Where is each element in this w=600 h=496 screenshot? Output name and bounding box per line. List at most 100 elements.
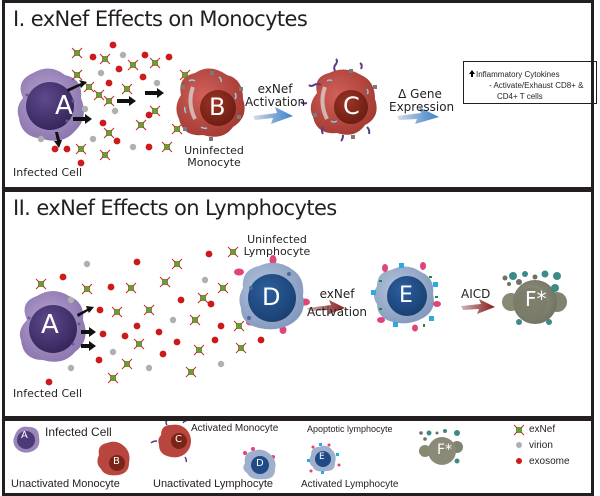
legend-unactivated-lymphocyte-icon (243, 447, 276, 480)
exosome-particle (89, 53, 97, 61)
exnef-particle (152, 108, 158, 114)
exnef-particle (136, 341, 142, 347)
legend-infected-cell-icon (13, 426, 40, 453)
exosome-particle (211, 336, 219, 344)
legend-icons (13, 421, 525, 480)
virion-particle (89, 135, 97, 143)
gene-expression-arrow (397, 107, 439, 124)
cell-letter-c: C (343, 92, 360, 120)
exosome-icon (516, 458, 522, 464)
exnef-icon (513, 424, 525, 436)
release-arrows (54, 80, 164, 148)
virion-particle (83, 260, 91, 268)
exosome-particle (159, 350, 167, 358)
exosome-particle (59, 273, 67, 281)
exnef-particle (230, 249, 236, 255)
exnef-particle (124, 86, 130, 92)
virion-particle (169, 316, 177, 324)
virion-particle (129, 143, 137, 151)
exnef-particle (124, 361, 130, 367)
exnef-particle (110, 375, 116, 381)
exosome-particle (63, 145, 71, 153)
activation-arrow (307, 300, 345, 315)
infected-cell-label: Infected Cell (13, 166, 83, 179)
legend-activated-monocyte-label: Activated Monocyte (191, 423, 279, 434)
virion-particle (217, 360, 225, 368)
exosome-particle (113, 137, 121, 145)
release-arrows (77, 306, 96, 351)
exosome-particle (145, 143, 153, 151)
exnef-particle (38, 281, 44, 287)
exnef-particle (102, 152, 108, 158)
legend-activated-monocyte-icon (150, 421, 191, 463)
virion-particle (67, 296, 75, 304)
exosome-particle (141, 51, 149, 59)
panel-title: I. exNef Effects on Monocytes (13, 7, 308, 31)
exosome-particle (45, 378, 53, 386)
up-arrow-icon (469, 70, 475, 77)
exnef-particle (152, 60, 158, 66)
aicd-arrow (461, 299, 495, 314)
exosome-particle (109, 41, 117, 49)
uninfected-monocyte-label: Uninfected Monocyte (184, 144, 244, 169)
exosome-particle (99, 119, 107, 127)
uninfected-monocyte-icon (176, 68, 245, 141)
virion-particle (109, 348, 117, 356)
legend-unactivated-lymphocyte-label: Unactivated Lymphocyte (153, 478, 274, 490)
exnef-particle (114, 309, 120, 315)
legend-letter-b: B (113, 456, 120, 467)
virion-particle (111, 107, 119, 115)
exnef-particle (174, 126, 180, 132)
legend-virion-label: virion (529, 440, 553, 451)
exnef-particle (196, 347, 202, 353)
legend-unactivated-monocyte-label: Unactivated Monocyte (11, 478, 120, 490)
outcome-box: Inflammatory Cytokines - Activate/Exhaus… (463, 61, 597, 104)
panel-title: II. exNef Effects on Lymphocytes (13, 196, 337, 220)
exosome-particle (207, 300, 215, 308)
legend-letter-e: E (319, 452, 325, 462)
virion-icon (516, 442, 522, 448)
monocyte-scene (17, 41, 439, 167)
exosome-particle (121, 332, 129, 340)
legend-letter-d: D (256, 458, 264, 469)
exosome-particle (96, 306, 104, 314)
exosome-particle (51, 145, 59, 153)
legend-activated-lymphocyte-label: Activated Lymphocyte (301, 479, 399, 490)
exnef-particle (238, 345, 244, 351)
legend-letter-c: C (175, 434, 182, 445)
cell-letter-e: E (399, 283, 413, 308)
exosome-particle (257, 336, 265, 344)
exosome-particle (217, 322, 225, 330)
exosome-particle (115, 65, 123, 73)
exnef-particle (236, 323, 242, 329)
legend-letter-a: A (21, 430, 28, 441)
uninfected-lymphocyte-label: Uninfected Lymphocyte (243, 233, 311, 258)
cell-letter-a: A (55, 91, 73, 121)
virion-particle (153, 79, 161, 87)
legend-activated-lymphocyte-icon (307, 443, 341, 474)
exosome-particle (177, 296, 185, 304)
exnef-particle (102, 56, 108, 62)
infected-cell-icon (17, 68, 84, 141)
activation-arrow (253, 107, 293, 124)
exosome-particle (165, 53, 173, 61)
exnef-activation-label: exNef Activation (245, 82, 306, 109)
legend-unactivated-monocyte-icon (97, 441, 130, 476)
legend-panel: A Infected Cell B Unactivated Monocyte C… (2, 418, 594, 496)
exosome-particle (99, 330, 107, 338)
virion-particle (81, 105, 89, 113)
exnef-particle (86, 84, 92, 90)
exnef-particle (188, 369, 194, 375)
exnef-particle (74, 72, 80, 78)
activated-monocyte-icon (300, 58, 377, 142)
exnef-particle (164, 144, 170, 150)
exosome-particle (95, 356, 103, 364)
aicd-label: AICD (461, 287, 491, 301)
exosome-particle (173, 338, 181, 346)
exosome-particle (205, 250, 213, 258)
exosome-particle (139, 73, 147, 81)
exnef-particle (162, 279, 168, 285)
exnef-particle (138, 122, 144, 128)
exnef-particle (84, 286, 90, 292)
virion-particle (119, 51, 127, 59)
